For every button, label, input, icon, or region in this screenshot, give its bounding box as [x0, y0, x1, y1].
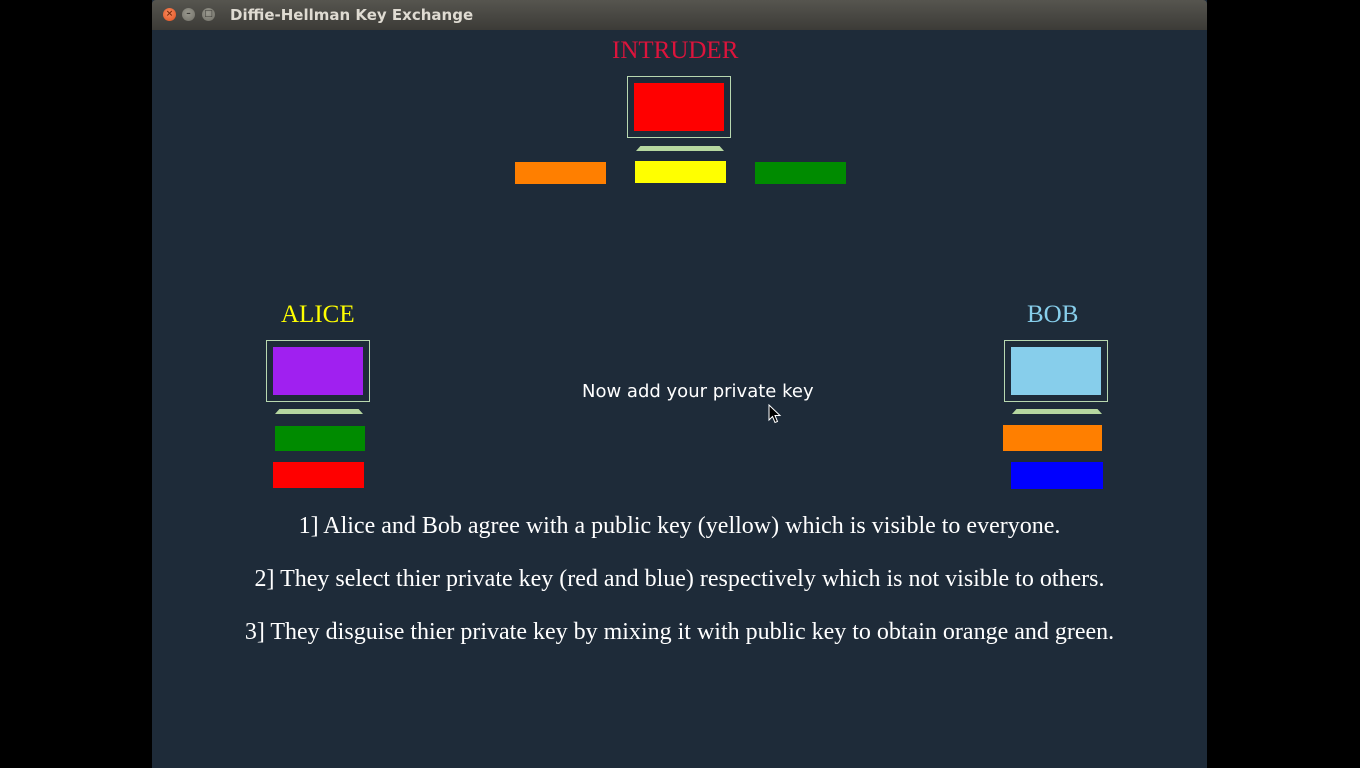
alice-key-green	[275, 426, 365, 451]
title-bar[interactable]: × – □ Diffie-Hellman Key Exchange	[152, 0, 1207, 30]
intruder-screen	[634, 83, 724, 131]
mouse-cursor-icon	[768, 404, 782, 424]
window-title: Diffie-Hellman Key Exchange	[230, 6, 474, 24]
bob-label: BOB	[1027, 301, 1079, 328]
alice-keyboard	[275, 409, 363, 414]
intruder-key-yellow	[635, 161, 726, 183]
intruder-keyboard	[636, 146, 724, 151]
bob-keyboard	[1012, 409, 1102, 414]
alice-computer-icon	[266, 340, 370, 402]
app-window: × – □ Diffie-Hellman Key Exchange INTRUD…	[152, 0, 1207, 768]
maximize-window-button[interactable]: □	[202, 8, 215, 21]
intruder-key-orange	[515, 162, 606, 184]
intruder-computer-icon	[627, 76, 731, 138]
step-2-text: 2] They select thier private key (red an…	[254, 566, 1105, 592]
step-1-text: 1] Alice and Bob agree with a public key…	[298, 513, 1061, 539]
intruder-key-green	[755, 162, 846, 184]
bob-key-orange	[1003, 425, 1102, 451]
alice-key-red	[273, 462, 364, 488]
bob-screen	[1011, 347, 1101, 395]
minimize-window-button[interactable]: –	[182, 8, 195, 21]
intruder-label: INTRUDER	[612, 37, 739, 64]
alice-screen	[273, 347, 363, 395]
step-3-text: 3] They disguise thier private key by mi…	[244, 619, 1115, 645]
instruction-prompt: Now add your private key	[582, 381, 814, 402]
close-window-button[interactable]: ×	[163, 8, 176, 21]
bob-key-blue	[1011, 462, 1103, 489]
bob-computer-icon	[1004, 340, 1108, 402]
alice-label: ALICE	[281, 301, 355, 328]
